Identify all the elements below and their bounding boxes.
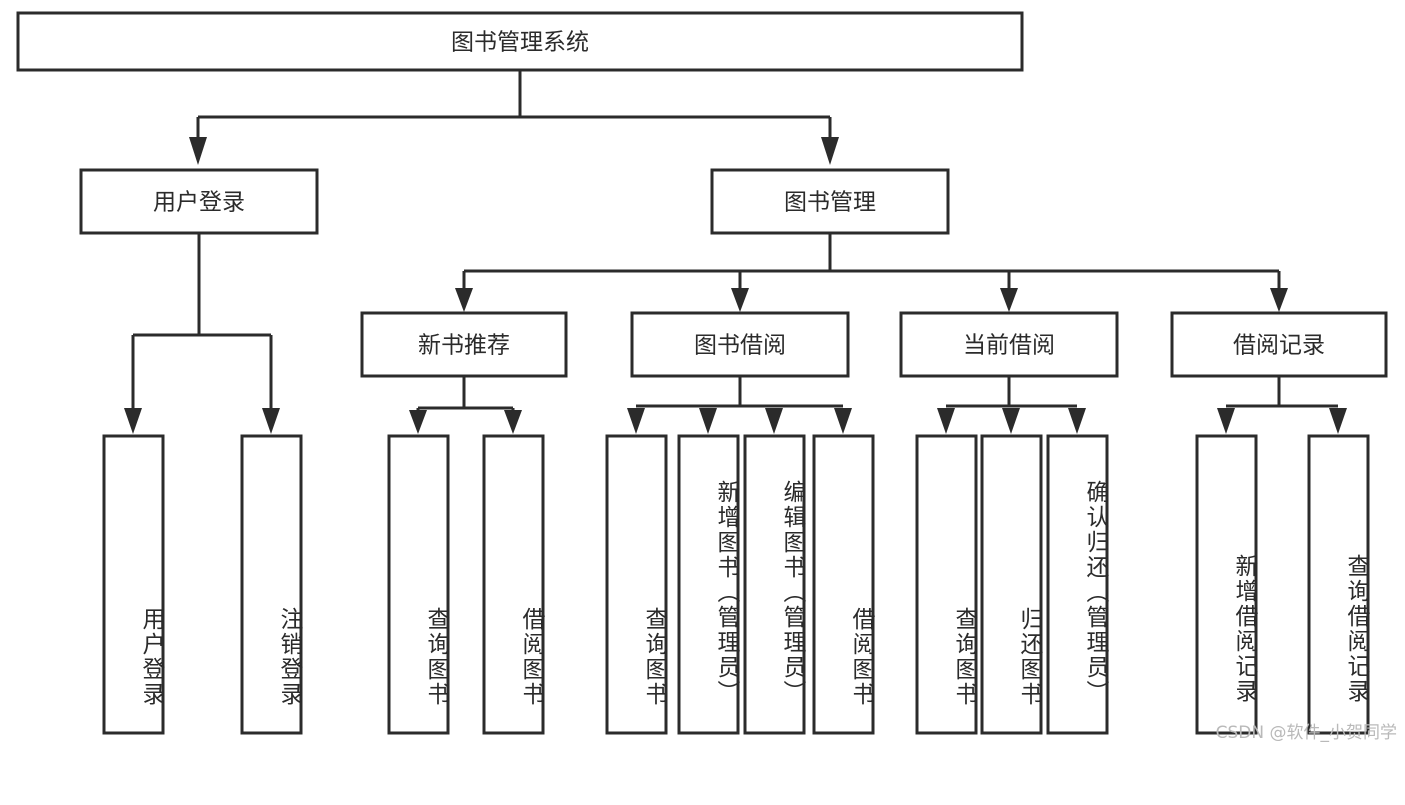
leaf-label-bb-4: 借阅图书	[848, 606, 874, 707]
leaf-box-br-1[interactable]	[1195, 434, 1258, 735]
arrow-cb-leaf-2	[1002, 408, 1020, 434]
leaf-box-nbr-1[interactable]	[387, 434, 450, 735]
leaf-label-bb-2: 新增图书（管理员）	[713, 480, 739, 705]
arrow-nbr-leaf-2	[504, 410, 522, 434]
arrow-br-leaf-1	[1217, 408, 1235, 434]
arrow-root-to-book-manage	[821, 137, 839, 165]
csdn-watermark: CSDN @软件_小贺同学	[1215, 723, 1397, 743]
leaf-label-cb-3: 确认归还（管理员）	[1082, 480, 1108, 705]
node-root-label: 图书管理系统	[451, 30, 589, 56]
leaf-box-user-login-2[interactable]	[240, 434, 303, 735]
leaf-label-user-login-2: 注销登录	[276, 606, 302, 707]
node-root-box[interactable]	[16, 11, 1024, 72]
leaf-label-br-1: 新增借阅记录	[1231, 553, 1257, 704]
leaf-label-br-2: 查询借阅记录	[1343, 553, 1369, 704]
leaf-label-bb-3: 编辑图书（管理员）	[779, 480, 805, 705]
arrow-nbr-leaf-1	[409, 410, 427, 434]
arrow-user-login-leaf-2	[262, 408, 280, 434]
leaf-box-bb-2[interactable]	[677, 434, 740, 735]
arrow-user-login-leaf-1	[124, 408, 142, 434]
leaf-label-nbr-1: 查询图书	[423, 606, 449, 707]
diagram-canvas: 图书管理系统 用户登录 图书管理 新书推荐	[16, 11, 1397, 743]
node-new-book-recommend-box[interactable]	[360, 311, 568, 378]
tree-diagram-svg: 图书管理系统 用户登录 图书管理 新书推荐	[16, 11, 1388, 735]
arrow-bb-leaf-4	[834, 408, 852, 434]
node-borrow-record-label: 借阅记录	[1233, 333, 1325, 359]
node-user-login-label: 用户登录	[153, 190, 245, 216]
arrow-to-borrow-record	[1270, 288, 1288, 312]
arrow-bb-leaf-2	[699, 408, 717, 434]
arrow-to-book-borrow	[731, 288, 749, 312]
arrow-cb-leaf-1	[937, 408, 955, 434]
leaf-label-cb-1: 查询图书	[951, 606, 977, 707]
leaf-label-nbr-2: 借阅图书	[518, 606, 544, 707]
node-current-borrow-label: 当前借阅	[963, 333, 1055, 359]
arrow-br-leaf-2	[1329, 408, 1347, 434]
leaf-box-bb-1[interactable]	[605, 434, 668, 735]
leaf-box-cb-2[interactable]	[980, 434, 1043, 735]
node-current-borrow-box[interactable]	[899, 311, 1119, 378]
leaf-box-bb-4[interactable]	[812, 434, 875, 735]
leaf-box-cb-3[interactable]	[1046, 434, 1109, 735]
arrow-bb-leaf-3	[765, 408, 783, 434]
leaf-box-cb-1[interactable]	[915, 434, 978, 735]
leaf-label-user-login-1: 用户登录	[138, 606, 164, 707]
leaf-label-cb-2: 归还图书	[1016, 606, 1042, 707]
node-book-borrow-label: 图书借阅	[694, 333, 786, 359]
node-new-book-recommend-label: 新书推荐	[418, 333, 510, 359]
arrow-to-current-borrow	[1000, 288, 1018, 312]
leaf-box-user-login-1[interactable]	[102, 434, 165, 735]
arrow-bb-leaf-1	[627, 408, 645, 434]
leaf-box-nbr-2[interactable]	[482, 434, 545, 735]
leaf-label-bb-1: 查询图书	[641, 606, 667, 707]
arrow-cb-leaf-3	[1068, 408, 1086, 434]
leaf-box-bb-3[interactable]	[743, 434, 806, 735]
node-book-manage-label: 图书管理	[784, 190, 876, 216]
node-book-borrow-box[interactable]	[630, 311, 850, 378]
arrow-root-to-user-login	[189, 137, 207, 165]
arrow-to-new-book-recommend	[455, 288, 473, 312]
leaf-box-br-2[interactable]	[1307, 434, 1370, 735]
